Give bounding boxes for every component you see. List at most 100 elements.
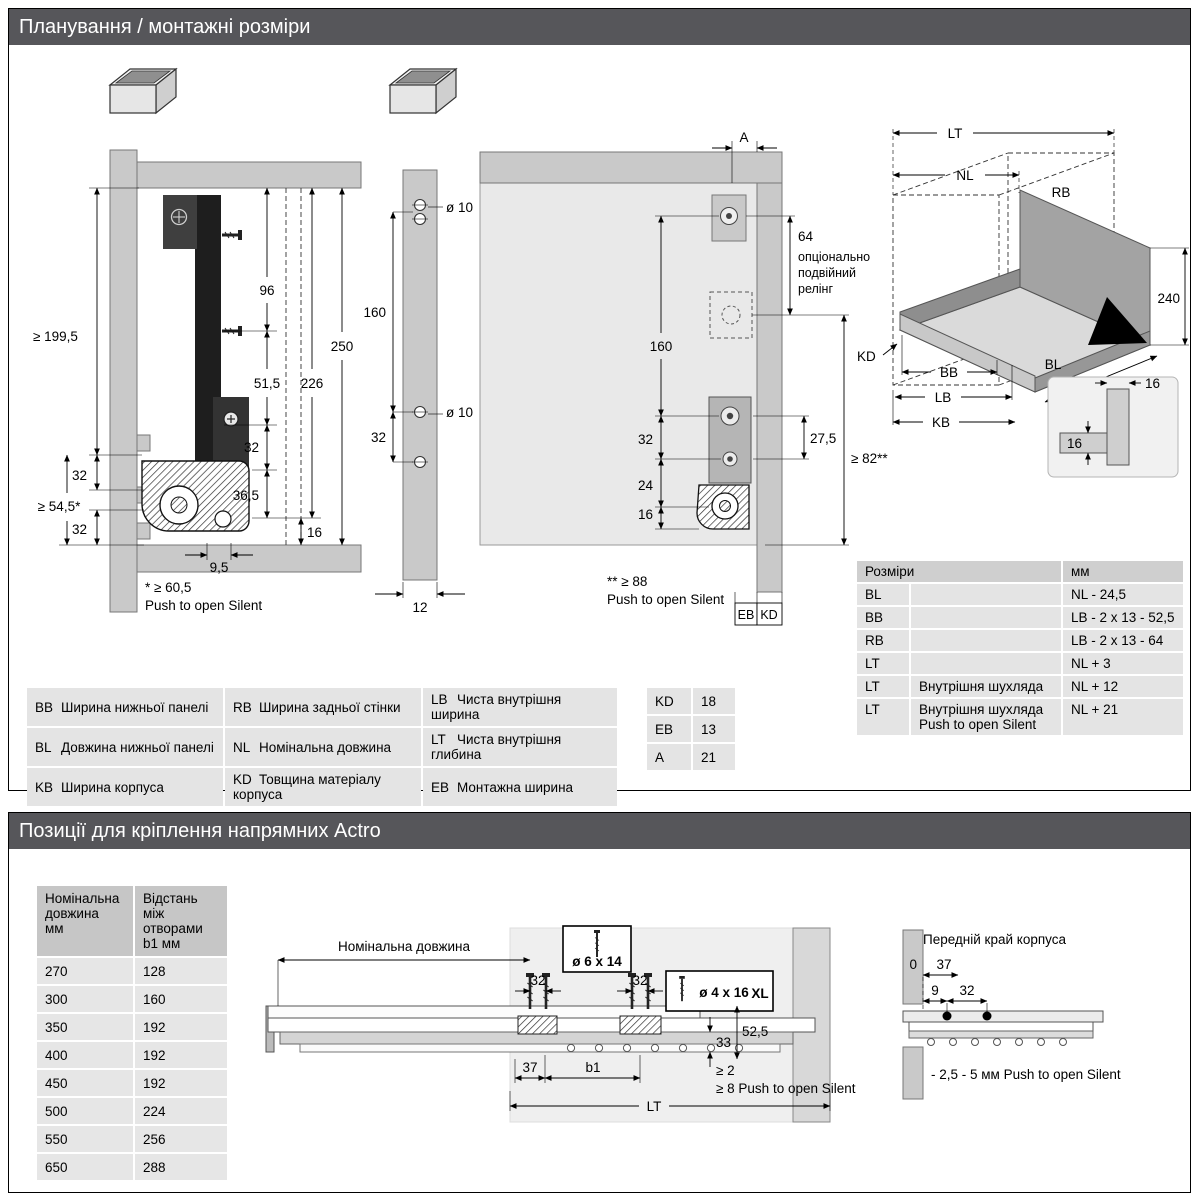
table-row: A 21: [647, 744, 735, 770]
dim-label: 32: [530, 973, 545, 988]
footnote: - 2,5 - 5 мм Push to open Silent: [931, 1067, 1121, 1082]
code-cell: EB: [647, 716, 691, 742]
dim-label: 16: [1145, 376, 1160, 391]
dim-label: NL: [956, 168, 974, 183]
mounting-hole: [942, 1011, 952, 1021]
value-cell: 21: [693, 744, 735, 770]
dim-label: ≥ 82**: [851, 451, 888, 466]
b1-cell: 128: [135, 958, 227, 984]
dim-label: b1: [585, 1060, 600, 1075]
dim-label: KD: [857, 349, 876, 364]
header-cell: Розміри: [857, 561, 1061, 582]
table-row: KD 18: [647, 688, 735, 714]
dim-label: ø 10: [446, 405, 473, 420]
dim-label: 32: [72, 468, 87, 483]
dim-label: LB: [935, 390, 952, 405]
b1-cell: 192: [135, 1042, 227, 1068]
code-cell: A: [647, 744, 691, 770]
footnote: ≥ 8 Push to open Silent: [716, 1081, 856, 1096]
drawing-front-view: A 64 опціонально подвійний: [479, 130, 888, 626]
dim-label: LT: [647, 1099, 662, 1114]
dim-label: 16: [1067, 436, 1082, 451]
value-cell: 18: [693, 688, 735, 714]
mounting-block: [517, 1015, 558, 1035]
dim-label: 12: [412, 600, 427, 615]
dim-label: 160: [650, 339, 673, 354]
dim-label: 37: [936, 957, 951, 972]
nl-cell: 350: [37, 1014, 133, 1040]
drawing-3d-overview: LT NL RB 240 KD BB LB KB: [857, 126, 1189, 478]
table-row: EB 13: [647, 716, 735, 742]
planning-drawings: ≥ 199,5 32 32 ≥ 54,5* 96: [33, 68, 1189, 626]
nl-cell: 500: [37, 1098, 133, 1124]
front-edge-label: Передній край корпуса: [923, 932, 1067, 947]
drawing-runner-side: 32 32 ø 6 x 14 ø 4 x 16 XL Номінальна до…: [265, 925, 856, 1123]
nl-cell: 300: [37, 986, 133, 1012]
legend-code: RB: [233, 699, 252, 715]
dim-label: BL: [1045, 357, 1062, 372]
dim-label: 240: [1157, 291, 1180, 306]
mounting-hole: [982, 1011, 992, 1021]
nl-cell: 550: [37, 1126, 133, 1152]
legend-code: LT: [431, 732, 446, 747]
nl-cell: 450: [37, 1070, 133, 1096]
value-cell: NL + 12: [1063, 676, 1183, 697]
sub-cell: [911, 653, 1061, 674]
nl-cell: 650: [37, 1154, 133, 1180]
table-row: LT Внутрішня шухляда NL + 12: [857, 676, 1183, 697]
value-cell: LB - 2 x 13 - 52,5: [1063, 607, 1183, 628]
code-cell: LT: [857, 676, 909, 697]
code-cell: KD: [647, 688, 691, 714]
value-cell: NL + 21: [1063, 699, 1183, 735]
dim-label: KD: [760, 608, 777, 622]
legend-label: Номінальна довжина: [259, 739, 392, 755]
drawing-front-edge-detail: Передній край корпуса 0 37: [902, 929, 1121, 1100]
sub-cell: Внутрішня шухляда Push to open Silent: [911, 699, 1061, 735]
dim-label: RB: [1052, 185, 1071, 200]
drawer-3d-icon: [389, 68, 457, 114]
dim-label: 27,5: [810, 431, 836, 446]
code-cell: RB: [857, 630, 909, 651]
table-row: LT NL + 3: [857, 653, 1183, 674]
screw-spec-label: ø 4 x 16: [699, 985, 749, 1000]
table-row: RB LB - 2 x 13 - 64: [857, 630, 1183, 651]
dim-label: A: [739, 130, 748, 145]
dim-label: 51,5: [254, 376, 280, 391]
legend-label: Чиста внутрішня ширина: [431, 692, 562, 722]
footnote: * ≥ 60,5: [145, 580, 191, 595]
table-header-row: Номінальна довжина мм Відстань між отвор…: [37, 886, 227, 956]
section-mounting-positions: Позиції для кріплення напрямних Actro Но…: [8, 812, 1191, 1193]
header-cell: Номінальна довжина мм: [37, 886, 133, 956]
sub-cell: [911, 630, 1061, 651]
dim-label: 33: [716, 1035, 731, 1050]
sub-cell: Внутрішня шухляда: [911, 676, 1061, 697]
b1-cell: 160: [135, 986, 227, 1012]
dim-label: ≥ 199,5: [33, 329, 78, 344]
legend-label: Ширина корпуса: [61, 779, 164, 795]
footnote: Push to open Silent: [607, 592, 724, 607]
drawing-hole-pattern: ø 10 160 ø 10 32 12: [363, 68, 473, 615]
dim-label: 32: [632, 973, 647, 988]
dim-label: KB: [932, 415, 950, 430]
dim-label: 37: [522, 1060, 537, 1075]
code-cell: BL: [857, 584, 909, 605]
screw-spec-label: ø 6 x 14: [572, 954, 622, 969]
dim-label: 36,5: [233, 488, 259, 503]
drawing-side-section-dims: ≥ 199,5 32 32 ≥ 54,5* 96: [33, 187, 353, 613]
value-cell: NL + 3: [1063, 653, 1183, 674]
screw-icon: [220, 228, 244, 242]
mounting-block: [619, 1015, 662, 1035]
adjust-icon: [223, 411, 239, 427]
dim-label: 32: [244, 440, 259, 455]
